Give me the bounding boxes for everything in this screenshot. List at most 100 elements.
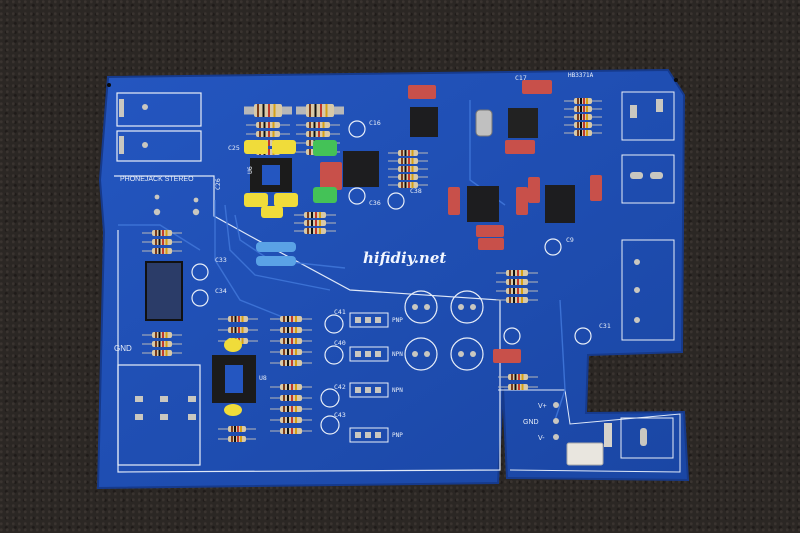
- svg-text:C16: C16: [369, 119, 381, 127]
- resistor-band: [517, 288, 519, 294]
- pad: [375, 317, 381, 323]
- resistor-band: [295, 316, 297, 322]
- yellow-capacitors: [224, 140, 298, 416]
- resistor-band: [411, 166, 414, 172]
- resistor-band: [238, 327, 240, 333]
- transistor-label-pnp: PNP: [392, 432, 403, 439]
- resistor-band: [241, 338, 244, 344]
- resistor-band: [401, 150, 403, 156]
- resistor-band: [513, 270, 515, 276]
- ic-socket: [212, 158, 292, 403]
- resistor-band: [513, 279, 515, 285]
- resistor-band: [287, 349, 289, 355]
- board-id-label: HB3371A: [568, 72, 594, 79]
- mounting-holes: [107, 78, 678, 87]
- svg-text:C25: C25: [228, 144, 240, 152]
- electrolytic-footprints: [191, 120, 592, 435]
- svg-text:C17: C17: [515, 74, 527, 82]
- pad: [355, 432, 361, 438]
- resistor-band: [287, 428, 289, 434]
- transistor-footprints: [349, 312, 389, 443]
- resistor-band: [513, 297, 515, 303]
- resistor-band: [287, 406, 289, 412]
- phonejack-pads: [153, 194, 200, 216]
- resistor-band: [307, 212, 309, 218]
- resistor-band: [268, 131, 270, 137]
- svg-text:C9: C9: [566, 236, 574, 244]
- resistor-band: [309, 131, 311, 137]
- pcb-traces: [118, 100, 566, 421]
- resistor-band: [283, 428, 285, 434]
- resistor-band: [287, 384, 289, 390]
- resistor-band: [401, 174, 403, 180]
- resistor-band: [162, 341, 164, 347]
- resistor-band: [287, 417, 289, 423]
- resistor-band: [165, 341, 168, 347]
- resistor-band: [586, 114, 588, 120]
- resistor-band: [404, 166, 407, 172]
- resistor-band: [158, 239, 161, 245]
- resistor-band: [262, 111, 265, 117]
- pad: [365, 432, 371, 438]
- resistor-band: [404, 150, 407, 156]
- resistor-band: [295, 349, 297, 355]
- resistor-band: [319, 212, 321, 218]
- resistor-band: [238, 316, 240, 322]
- resistor-band: [514, 374, 517, 380]
- resistor-band: [411, 158, 414, 164]
- resistor-band: [268, 111, 270, 117]
- resistor-band: [408, 158, 410, 164]
- resistor-band: [162, 239, 164, 245]
- svg-text:C40: C40: [334, 339, 346, 347]
- resistor-band: [322, 122, 325, 128]
- resistor-band: [517, 270, 519, 276]
- power-socket-outline: [620, 417, 674, 459]
- power-connector: [566, 442, 604, 466]
- resistor-band: [513, 288, 515, 294]
- green-capacitors: [313, 140, 337, 203]
- resistor-band: [404, 158, 407, 164]
- resistor-band: [309, 149, 311, 155]
- resistor-band: [511, 384, 513, 390]
- svg-text:C42: C42: [334, 383, 346, 391]
- resistor-band: [511, 374, 513, 380]
- resistor-band: [165, 248, 168, 254]
- resistor-band: [309, 140, 311, 146]
- resistor-band: [162, 248, 164, 254]
- resistor-band: [309, 122, 311, 128]
- svg-text:C43: C43: [334, 411, 346, 419]
- resistor-band: [580, 122, 582, 128]
- resistor-band: [162, 332, 164, 338]
- resistor-band: [411, 182, 414, 188]
- resistor-band: [577, 98, 579, 104]
- vminus-label: V-: [538, 435, 545, 442]
- resistor-band: [509, 270, 511, 276]
- resistor-band: [291, 406, 293, 412]
- resistor-band: [295, 338, 297, 344]
- resistor-band: [231, 316, 233, 322]
- resistor-band: [583, 114, 585, 120]
- resistor-band: [408, 150, 410, 156]
- resistor-band: [311, 220, 313, 226]
- resistor-band: [283, 316, 285, 322]
- resistor-band: [295, 417, 297, 423]
- resistor-band: [158, 350, 161, 356]
- svg-text:C33: C33: [215, 256, 227, 264]
- resistor-band: [287, 338, 289, 344]
- pad: [375, 387, 381, 393]
- resistor-band: [521, 384, 524, 390]
- resistor-band: [521, 279, 523, 285]
- resistor-band: [580, 98, 582, 104]
- resistor-band: [325, 111, 328, 117]
- resistor-band: [155, 341, 157, 347]
- resistor-band: [234, 327, 237, 333]
- resistor-band: [514, 384, 517, 390]
- transistor-label-npn: NPN: [392, 387, 403, 394]
- resistor-band: [577, 106, 579, 112]
- resistor-band: [577, 122, 579, 128]
- resistor-band: [263, 131, 266, 137]
- resistor-band: [231, 426, 233, 432]
- resistor-band: [259, 131, 261, 137]
- resistor-band: [240, 426, 242, 432]
- resistor-band: [295, 360, 297, 366]
